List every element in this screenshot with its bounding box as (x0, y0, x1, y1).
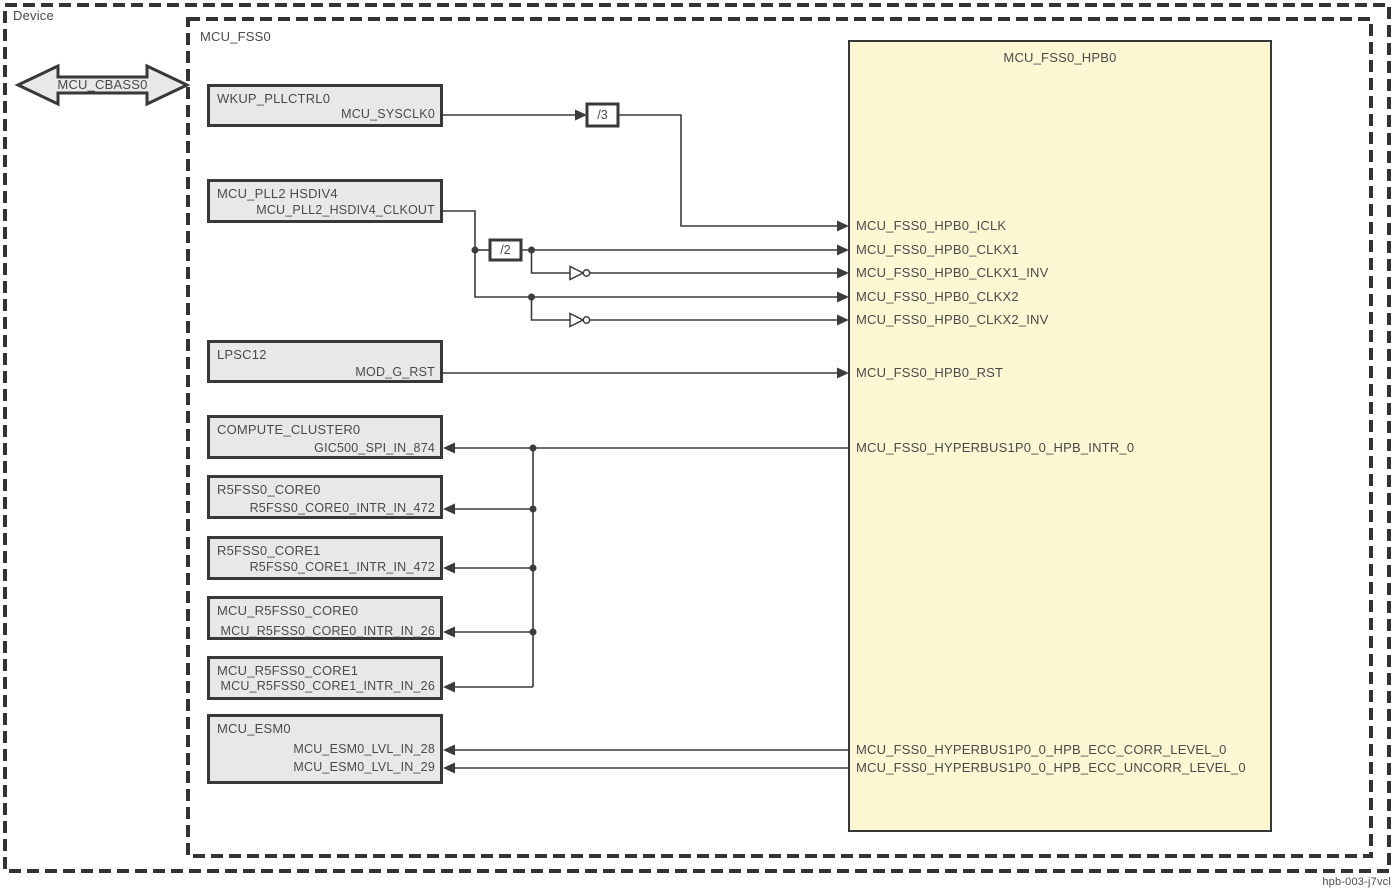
wire-segment (530, 250, 570, 274)
arrowhead-left-icon (443, 681, 455, 693)
hpb-pin-ecc-uncorr-level: MCU_FSS0_HYPERBUS1P0_0_HPB_ECC_UNCORR_LE… (856, 760, 1246, 775)
wire-div3-to-iclk (618, 114, 849, 232)
wire-ecc-corr (443, 744, 848, 756)
wire-ecc-uncorr (443, 762, 848, 774)
device-label: Device (13, 8, 54, 23)
wire-segment (443, 210, 837, 298)
block-title: MCU_R5FSS0_CORE0 (217, 603, 359, 618)
arrowhead-right-icon (837, 220, 849, 232)
divider-2-label: /2 (500, 243, 511, 257)
block-title: MCU_ESM0 (217, 721, 291, 736)
block-mcu-r5fss0-core0: MCU_R5FSS0_CORE0 MCU_R5FSS0_CORE0_INTR_I… (207, 596, 443, 640)
wire-clkx1-inv (530, 250, 849, 281)
junction-dot (529, 628, 537, 636)
arrowhead-left-icon (443, 503, 455, 515)
block-wkup-pllctrl0: WKUP_PLLCTRL0 MCU_SYSCLK0 (207, 84, 443, 127)
block-title: R5FSS0_CORE1 (217, 543, 321, 558)
block-title: LPSC12 (217, 347, 267, 362)
pin-mod-g-rst: MOD_G_RST (355, 365, 435, 379)
wire-segment (530, 297, 570, 321)
block-compute-cluster0: COMPUTE_CLUSTER0 GIC500_SPI_IN_874 (207, 415, 443, 459)
block-title: R5FSS0_CORE0 (217, 482, 321, 497)
bus-label: MCU_CBASS0 (57, 77, 148, 92)
block-title: MCU_R5FSS0_CORE1 (217, 663, 359, 678)
pin-gic500-spi-in-874: GIC500_SPI_IN_874 (314, 441, 435, 455)
arrowhead-right-icon (575, 109, 587, 121)
wire-hpb-intr-fanout (443, 442, 848, 693)
block-r5fss0-core1: R5FSS0_CORE1 R5FSS0_CORE1_INTR_IN_472 (207, 536, 443, 580)
arrowhead-right-icon (837, 314, 849, 326)
mcu-fss0-label: MCU_FSS0 (200, 29, 271, 44)
divider-3-label: /3 (597, 108, 608, 122)
hpb-pin-clkx1-inv: MCU_FSS0_HPB0_CLKX1_INV (856, 265, 1049, 280)
junction-dot (529, 505, 537, 513)
inverter-bubble-icon (582, 316, 591, 324)
wire-sysclk0-to-div3 (443, 102, 620, 128)
pin-mcu-r5fss0-core0-intr-in-26: MCU_R5FSS0_CORE0_INTR_IN_26 (220, 624, 435, 638)
arrowhead-left-icon (443, 762, 455, 774)
junction-dot (529, 564, 537, 572)
hpb-pin-clkx2-inv: MCU_FSS0_HPB0_CLKX2_INV (856, 312, 1049, 327)
mcu-fss0-boundary (186, 17, 1373, 858)
arrowhead-left-icon (443, 442, 455, 454)
arrowhead-left-icon (443, 626, 455, 638)
block-title: MCU_PLL2 HSDIV4 (217, 186, 338, 201)
hpb-pin-clkx2: MCU_FSS0_HPB0_CLKX2 (856, 289, 1019, 304)
pin-mcu-r5fss0-core1-intr-in-26: MCU_R5FSS0_CORE1_INTR_IN_26 (220, 679, 435, 693)
block-mcu-esm0: MCU_ESM0 MCU_ESM0_LVL_IN_28 MCU_ESM0_LVL… (207, 714, 443, 784)
block-title: WKUP_PLLCTRL0 (217, 91, 331, 106)
pin-r5fss0-core0-intr-in-472: R5FSS0_CORE0_INTR_IN_472 (249, 501, 435, 515)
block-lpsc12: LPSC12 MOD_G_RST (207, 340, 443, 383)
wire-div2-clkx1 (475, 238, 849, 262)
hpb-pin-clkx1: MCU_FSS0_HPB0_CLKX1 (856, 242, 1019, 257)
hpb-pin-ecc-corr-level: MCU_FSS0_HYPERBUS1P0_0_HPB_ECC_CORR_LEVE… (856, 742, 1227, 757)
arrowhead-right-icon (837, 244, 849, 256)
pin-mcu-pll2-hsdiv4-clkout: MCU_PLL2_HSDIV4_CLKOUT (256, 203, 435, 217)
inverter-icon (569, 265, 585, 281)
block-mcu-r5fss0-core1: MCU_R5FSS0_CORE1 MCU_R5FSS0_CORE1_INTR_I… (207, 656, 443, 700)
inverter-bubble-icon (582, 269, 591, 277)
hpb-pin-hyperbus-intr: MCU_FSS0_HYPERBUS1P0_0_HPB_INTR_0 (856, 440, 1135, 455)
pin-mcu-esm0-lvl-in-28: MCU_ESM0_LVL_IN_28 (293, 742, 435, 756)
bus-double-arrow-icon (14, 63, 191, 107)
block-mcu-pll2-hsdiv4: MCU_PLL2 HSDIV4 MCU_PLL2_HSDIV4_CLKOUT (207, 179, 443, 223)
figure-id-watermark: hpb-003-j7vcl (1322, 876, 1391, 888)
wire-segment (618, 114, 837, 227)
pin-mcu-sysclk0: MCU_SYSCLK0 (341, 107, 435, 121)
hpb-pin-iclk: MCU_FSS0_HPB0_ICLK (856, 218, 1007, 233)
inverter-icon (569, 312, 585, 328)
hpb-title: MCU_FSS0_HPB0 (1003, 50, 1117, 65)
device-boundary (3, 3, 1391, 873)
block-mcu-fss0-hpb0: MCU_FSS0_HPB0 MCU_FSS0_HPB0_ICLK MCU_FSS… (848, 40, 1272, 832)
arrowhead-left-icon (443, 744, 455, 756)
pin-mcu-esm0-lvl-in-29: MCU_ESM0_LVL_IN_29 (293, 760, 435, 774)
pin-r5fss0-core1-intr-in-472: R5FSS0_CORE1_INTR_IN_472 (249, 560, 435, 574)
wire-clkx2-inv (530, 297, 849, 328)
arrowhead-right-icon (837, 267, 849, 279)
arrowhead-right-icon (837, 367, 849, 379)
hpb-pin-rst: MCU_FSS0_HPB0_RST (856, 365, 1004, 380)
wire-mod-g-rst (443, 367, 849, 379)
block-r5fss0-core0: R5FSS0_CORE0 R5FSS0_CORE0_INTR_IN_472 (207, 475, 443, 519)
arrowhead-left-icon (443, 562, 455, 574)
block-title: COMPUTE_CLUSTER0 (217, 422, 361, 437)
arrowhead-right-icon (837, 291, 849, 303)
